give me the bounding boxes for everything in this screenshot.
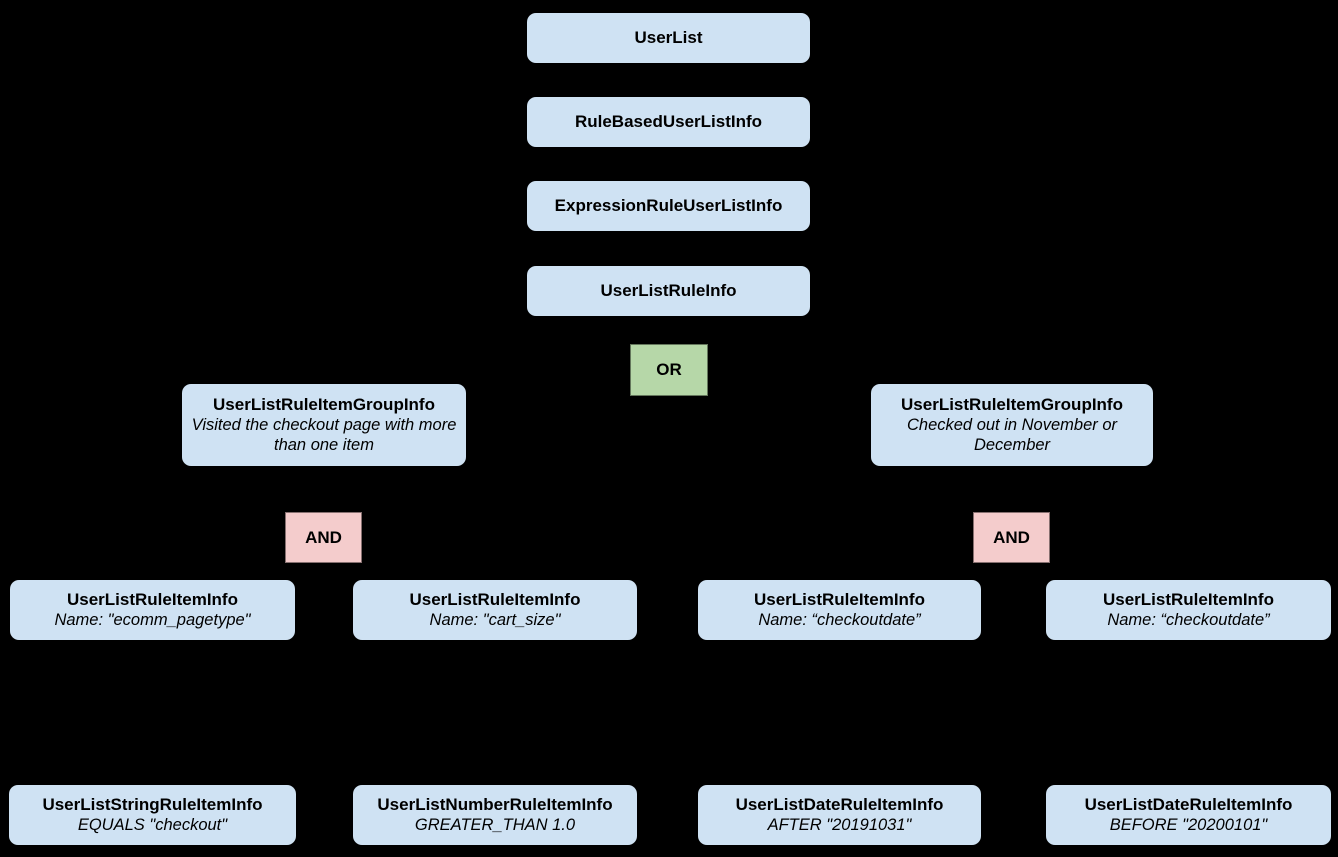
rule-item-ecomm-pagetype: UserListRuleItemInfo Name: "ecomm_pagety… bbox=[10, 580, 295, 640]
rule-item-detail: Name: “checkoutdate” bbox=[758, 611, 921, 630]
rule-item-detail: Name: "cart_size" bbox=[429, 611, 561, 630]
leaf-title: UserListStringRuleItemInfo bbox=[42, 794, 263, 814]
rule-item-checkoutdate-after: UserListRuleItemInfo Name: “checkoutdate… bbox=[698, 580, 981, 640]
node-userlist: UserList bbox=[527, 13, 810, 63]
node-rulebaseduserlistinfo-label: RuleBasedUserListInfo bbox=[574, 111, 763, 131]
operator-and-right-label: AND bbox=[993, 527, 1030, 547]
rule-item-title: UserListRuleItemInfo bbox=[409, 589, 581, 609]
group-right: UserListRuleItemGroupInfo Checked out in… bbox=[871, 384, 1153, 466]
node-userlist-label: UserList bbox=[634, 27, 703, 47]
rule-item-checkoutdate-before: UserListRuleItemInfo Name: “checkoutdate… bbox=[1046, 580, 1331, 640]
node-expressionruleuserlistinfo: ExpressionRuleUserListInfo bbox=[527, 181, 810, 231]
leaf-detail: BEFORE "20200101" bbox=[1109, 816, 1268, 835]
leaf-date-rule-item-after: UserListDateRuleItemInfo AFTER "20191031… bbox=[698, 785, 981, 845]
leaf-detail: GREATER_THAN 1.0 bbox=[414, 816, 576, 835]
leaf-date-rule-item-before: UserListDateRuleItemInfo BEFORE "2020010… bbox=[1046, 785, 1331, 845]
leaf-title: UserListDateRuleItemInfo bbox=[735, 794, 944, 814]
node-expressionruleuserlistinfo-label: ExpressionRuleUserListInfo bbox=[554, 195, 783, 215]
rule-item-detail: Name: “checkoutdate” bbox=[1107, 611, 1270, 630]
leaf-title: UserListDateRuleItemInfo bbox=[1084, 794, 1293, 814]
leaf-number-rule-item: UserListNumberRuleItemInfo GREATER_THAN … bbox=[353, 785, 637, 845]
operator-and-left-label: AND bbox=[305, 527, 342, 547]
leaf-detail: EQUALS "checkout" bbox=[77, 816, 228, 835]
rule-item-detail: Name: "ecomm_pagetype" bbox=[54, 611, 251, 630]
rule-item-title: UserListRuleItemInfo bbox=[1103, 589, 1274, 609]
group-right-title: UserListRuleItemGroupInfo bbox=[901, 394, 1123, 414]
leaf-string-rule-item: UserListStringRuleItemInfo EQUALS "check… bbox=[9, 785, 296, 845]
leaf-detail: AFTER "20191031" bbox=[767, 816, 912, 835]
operator-and-right: AND bbox=[973, 512, 1050, 563]
node-userlistruleinfo: UserListRuleInfo bbox=[527, 266, 810, 316]
rule-item-title: UserListRuleItemInfo bbox=[67, 589, 238, 609]
group-left-description: Visited the checkout page with more than… bbox=[191, 416, 457, 455]
operator-or-label: OR bbox=[656, 360, 682, 379]
group-left-title: UserListRuleItemGroupInfo bbox=[213, 394, 435, 414]
rule-item-cart-size: UserListRuleItemInfo Name: "cart_size" bbox=[353, 580, 637, 640]
operator-or: OR bbox=[630, 344, 708, 396]
arrowhead-left-icon bbox=[327, 375, 355, 386]
node-rulebaseduserlistinfo: RuleBasedUserListInfo bbox=[527, 97, 810, 147]
arrowhead-right-icon bbox=[983, 375, 1011, 386]
node-userlistruleinfo-label: UserListRuleInfo bbox=[600, 280, 737, 300]
leaf-title: UserListNumberRuleItemInfo bbox=[377, 794, 613, 814]
operator-and-left: AND bbox=[285, 512, 362, 563]
rule-item-title: UserListRuleItemInfo bbox=[754, 589, 925, 609]
group-left: UserListRuleItemGroupInfo Visited the ch… bbox=[182, 384, 466, 466]
group-right-description: Checked out in November or December bbox=[906, 416, 1118, 455]
